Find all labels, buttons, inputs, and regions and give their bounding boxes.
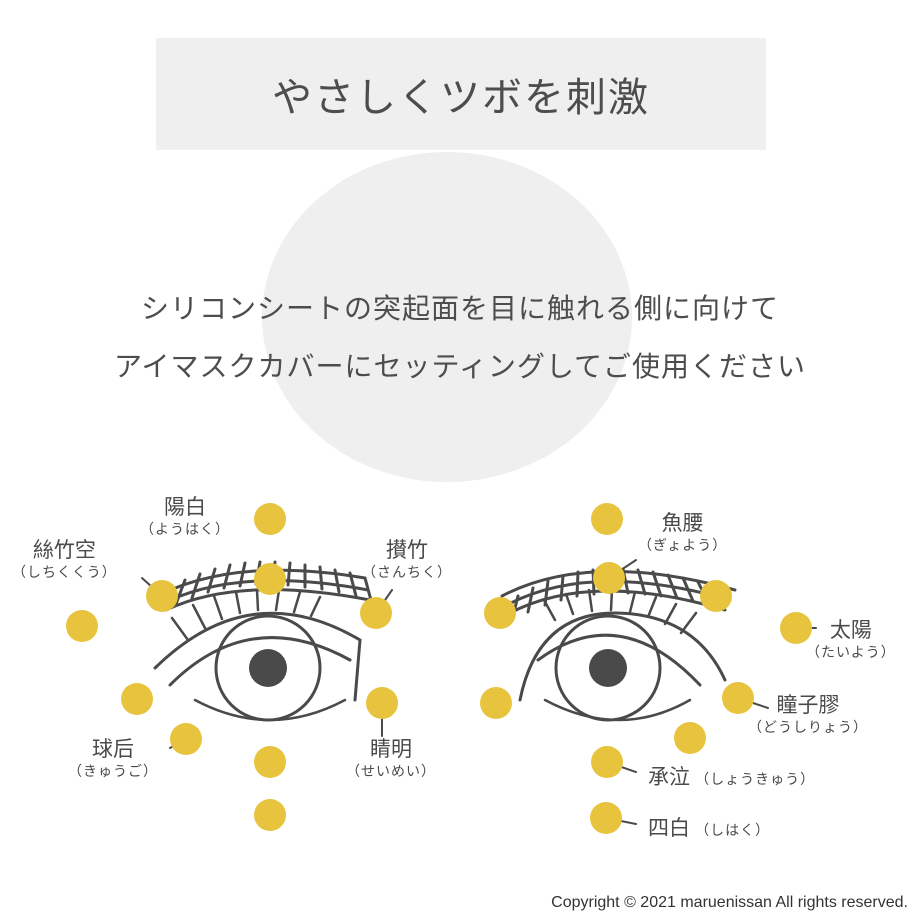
label-shokyu: 承泣 （しょうきゅう）: [648, 765, 816, 789]
acupoint-kyugo: [170, 723, 202, 755]
right-eye: [500, 567, 737, 722]
label-shichikukuu: 絲竹空 （しちくくう）: [12, 538, 117, 581]
acupoint-gyoyo: [593, 562, 625, 594]
acupoint-left-temple: [66, 610, 98, 642]
label-gyoyo: 魚腰 （ぎょよう）: [638, 511, 728, 554]
right-pupil: [589, 649, 627, 687]
acupoint-doshiryo: [722, 682, 754, 714]
acupoint-seimei: [366, 687, 398, 719]
label-kyugo: 球后 （きゅうご）: [68, 737, 158, 780]
acupoint-sanchiku: [360, 597, 392, 629]
acupoints: [66, 503, 812, 834]
label-doshiryo: 瞳子膠 （どうしりょう）: [748, 693, 868, 736]
copyright-text: Copyright © 2021 maruenissan All rights …: [551, 894, 908, 911]
label-taiyo: 太陽 （たいよう）: [806, 618, 896, 661]
acupoint-left-under-eye: [254, 746, 286, 778]
acupoint-left-cheek: [254, 799, 286, 831]
title-banner: やさしくツボを刺激: [156, 38, 766, 150]
acupoint-right-brow-end: [700, 580, 732, 612]
acupoint-shihaku: [590, 802, 622, 834]
acupoint-yohaku: [254, 503, 286, 535]
acupoint-right-outer-lower: [674, 722, 706, 754]
left-eyelashes: [170, 588, 322, 642]
acupoint-shokyu: [591, 746, 623, 778]
label-seimei: 睛明 （せいめい）: [346, 737, 436, 780]
background-circle: [262, 152, 632, 482]
label-sanchiku: 攅竹 （さんちく）: [362, 538, 452, 581]
label-shihaku: 四白 （しはく）: [648, 816, 771, 840]
acupoint-shichikukuu: [146, 580, 178, 612]
description-line-1: シリコンシートの突起面を目に触れる側に向けて: [140, 292, 779, 325]
acupoint-right-inner-corner: [480, 687, 512, 719]
description-line-2: アイマスクカバーにセッティングしてご使用ください: [113, 350, 807, 383]
acupoint-right-brow-start: [484, 597, 516, 629]
acupoint-right-forehead: [591, 503, 623, 535]
acupoint-left-brow-center: [254, 563, 286, 595]
page-title: やさしくツボを刺激: [272, 75, 650, 121]
left-pupil: [249, 649, 287, 687]
label-yohaku: 陽白 （ようはく）: [140, 495, 230, 538]
acupoint-left-outer-corner: [121, 683, 153, 715]
acupoint-taiyo: [780, 612, 812, 644]
